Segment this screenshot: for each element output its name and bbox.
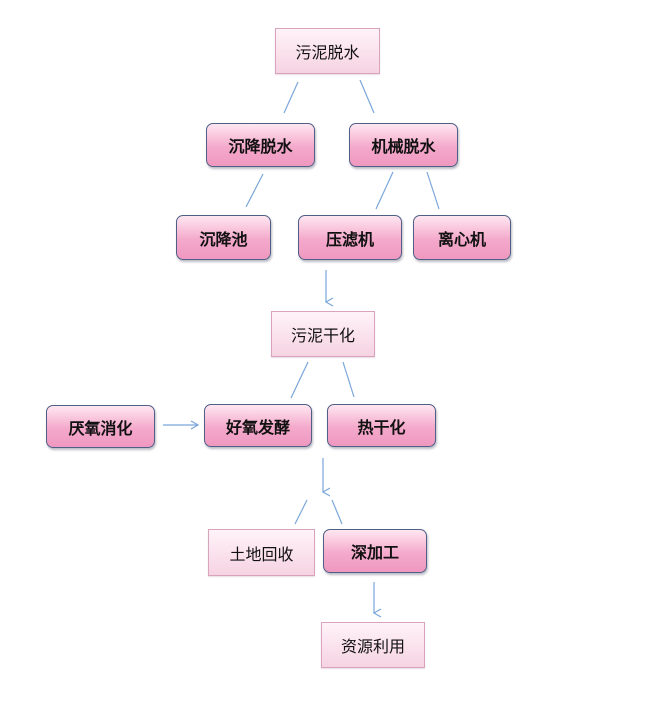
connector-line xyxy=(375,171,394,210)
connector-line xyxy=(426,171,440,210)
node-aerobic-fermentation: 好氧发酵 xyxy=(204,404,312,447)
connector-line xyxy=(283,81,299,114)
node-land-reuse: 土地回收 xyxy=(208,529,315,576)
node-settling-dewatering: 沉降脱水 xyxy=(206,123,315,167)
connector-line xyxy=(331,499,343,525)
node-filter-press: 压滤机 xyxy=(298,215,402,260)
node-mechanical-dewatering: 机械脱水 xyxy=(349,123,458,167)
node-resource-utilization: 资源利用 xyxy=(321,622,425,668)
node-thermal-drying: 热干化 xyxy=(327,404,436,447)
node-sludge-dewatering: 污泥脱水 xyxy=(275,28,380,74)
connector-line xyxy=(359,79,375,114)
connector-line xyxy=(290,361,309,399)
node-sludge-drying: 污泥干化 xyxy=(271,311,375,357)
node-deep-processing: 深加工 xyxy=(323,529,427,573)
connector-line xyxy=(342,361,355,398)
node-centrifuge: 离心机 xyxy=(413,215,511,260)
connector-line xyxy=(294,499,308,525)
connector-line xyxy=(245,173,264,208)
node-anaerobic-digestion: 厌氧消化 xyxy=(46,405,155,448)
node-settling-tank: 沉降池 xyxy=(176,215,271,260)
